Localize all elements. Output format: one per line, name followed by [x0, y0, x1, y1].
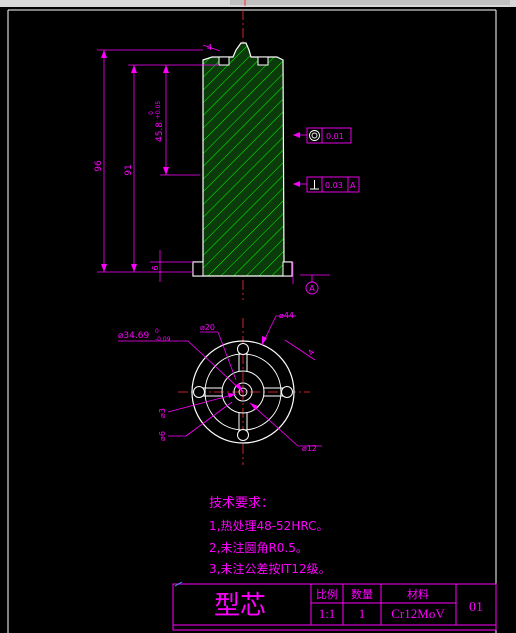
tolerance-frame-perpendicularity: 0.03 A — [306, 176, 360, 193]
datum-a-icon: A — [305, 281, 319, 295]
top-pin-right — [257, 56, 269, 66]
technical-notes: 技术要求： 1,热处理48-52HRC。 2,未注圆角R0.5。 3,未注公差按… — [209, 496, 331, 576]
tol-perpendicularity-value: 0.03 — [325, 181, 343, 190]
tol-perpendicularity-datum: A — [350, 181, 356, 190]
material-header: 材料 — [407, 587, 429, 601]
dim-dia-bore-group: ⌀34.69 0 -0.09 — [118, 328, 171, 343]
dim-slot: 4 — [306, 348, 316, 357]
outer-circle — [191, 340, 295, 444]
perpendicularity-icon — [310, 180, 319, 190]
notes-title: 技术要求： — [209, 496, 274, 511]
center-bore — [233, 382, 253, 402]
notes-item-3: 3,未注公差按IT12级。 — [209, 561, 331, 576]
title-block: 型芯 比例 数量 材料 1:1 1 Cr12MoV 01 — [172, 581, 497, 631]
dim-height-total: 96 — [94, 160, 104, 172]
dim-height-body: 91 — [124, 164, 134, 175]
front-dimension-arrows — [101, 50, 300, 272]
front-dimensions — [97, 44, 330, 284]
bottom-view: ⌀34.69 0 -0.09 ⌀20 ⌀44 4 ⌀3 ⌀6 ⌀12 — [118, 311, 322, 453]
dim-dia-3: ⌀3 — [158, 408, 167, 418]
drawing-frame — [7, 9, 497, 633]
dim-dia-bore-tol-upper: 0 — [155, 328, 159, 335]
radial-ribs — [202, 351, 284, 433]
dim-base: 6 — [151, 265, 160, 270]
dim-dia-bore: ⌀34.69 — [118, 331, 149, 341]
notes-item-1: 1,热处理48-52HRC。 — [209, 519, 328, 533]
bottom-dimension-arrows — [228, 336, 267, 410]
tolerance-frame-concentricity: 0.01 — [306, 127, 352, 144]
inner-circle — [221, 370, 265, 414]
dim-height-bore: 45.8 — [155, 122, 165, 142]
dim-dia-20: ⌀20 — [200, 323, 215, 332]
qty-header: 数量 — [351, 588, 373, 601]
dim-height-bore-tol: +0.05 — [155, 101, 162, 120]
dim-top-chamfer: 4 — [207, 43, 212, 52]
bolt-holes — [193, 343, 293, 441]
material-value: Cr12MoV — [391, 606, 445, 621]
dim-dia-44: ⌀44 — [279, 311, 294, 320]
top-toolbar-strip — [0, 0, 516, 7]
scale-value: 1:1 — [319, 606, 336, 621]
datum-label: A — [309, 284, 315, 293]
top-pin-left — [218, 56, 230, 66]
qty-value: 1 — [359, 606, 366, 621]
core-body-section — [192, 42, 293, 277]
concentricity-icon — [309, 130, 320, 141]
part-name: 型芯 — [214, 591, 266, 621]
drawing-number: 01 — [469, 600, 483, 615]
dim-dia-12: ⌀12 — [302, 444, 317, 453]
notes-item-2: 2,未注圆角R0.5。 — [209, 540, 308, 555]
dim-dia-6: ⌀6 — [158, 431, 167, 441]
center-pin — [238, 387, 248, 397]
dim-dia-bore-tol-lower: -0.09 — [155, 336, 171, 343]
base-step-left — [192, 261, 204, 277]
tol-concentricity-value: 0.01 — [326, 132, 344, 141]
dim-height-bore-tol-lower: 0 — [148, 111, 155, 115]
base-step-right — [282, 261, 293, 277]
front-view: 96 91 45.8 +0.05 0 6 4 0.01 0.03 A — [94, 42, 360, 295]
scale-header: 比例 — [316, 587, 338, 601]
